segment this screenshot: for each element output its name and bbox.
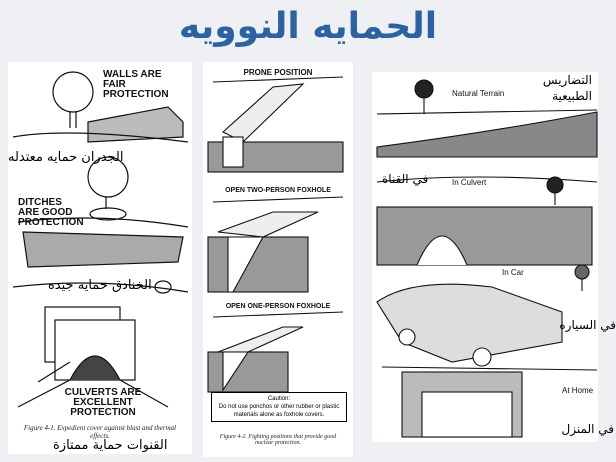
expedient-cover-illustration bbox=[12, 71, 189, 408]
in-car-label: In Car bbox=[502, 268, 524, 277]
caution-text: Do not use ponchos or other rubber or pl… bbox=[218, 404, 340, 418]
two-person-foxhole-label: OPEN TWO-PERSON FOXHOLE bbox=[225, 187, 331, 194]
slide-title: الحمايه النوويه bbox=[178, 6, 438, 47]
culverts-arabic-label: القنوات حماية ممتازة bbox=[53, 438, 168, 453]
at-home-label: At Home bbox=[562, 386, 594, 395]
ditches-label: DITCHES ARE GOOD PROTECTION bbox=[18, 197, 84, 228]
in-culvert-label: In Culvert bbox=[452, 178, 487, 187]
caution-title: Caution: bbox=[267, 396, 291, 402]
natural-terrain-arabic-label: التضاريس الطبيعية bbox=[542, 73, 592, 103]
foxhole-illustration bbox=[207, 76, 344, 393]
shelter-locations-figure: Natural Terrain التضاريس الطبيعية In Cul… bbox=[372, 72, 616, 442]
ditches-arabic-label: الخنادق حمايه جيده bbox=[48, 278, 152, 293]
one-person-foxhole-label: OPEN ONE-PERSON FOXHOLE bbox=[225, 303, 331, 310]
figure-4-2-caption: Figure 4-2. Fighting positions that prov… bbox=[219, 434, 337, 446]
caution-box: Caution: Do not use ponchos or other rub… bbox=[211, 392, 347, 422]
in-car-arabic-label: في السياره bbox=[559, 318, 616, 332]
shelter-illustration bbox=[376, 79, 598, 438]
culverts-label: CULVERTS ARE EXCELLENT PROTECTION bbox=[64, 387, 142, 418]
in-culvert-arabic-label: في القناة bbox=[382, 172, 429, 186]
fighting-positions-figure: PRONE POSITION OPEN TWO-PERSON FOXHOLE O… bbox=[203, 62, 353, 457]
natural-terrain-label: Natural Terrain bbox=[452, 89, 505, 98]
prone-position-label: PRONE POSITION bbox=[243, 68, 313, 77]
figure-4-1-caption: Figure 4-1. Expedient cover against blas… bbox=[23, 424, 177, 440]
expedient-cover-figure: WALLS ARE FAIR PROTECTION الجدران حمايه … bbox=[8, 62, 192, 454]
walls-label: WALLS ARE FAIR PROTECTION bbox=[103, 69, 169, 100]
walls-arabic-label: الجدران حمايه معتدله bbox=[8, 150, 124, 165]
at-home-arabic-label: في المنزل bbox=[561, 422, 614, 436]
